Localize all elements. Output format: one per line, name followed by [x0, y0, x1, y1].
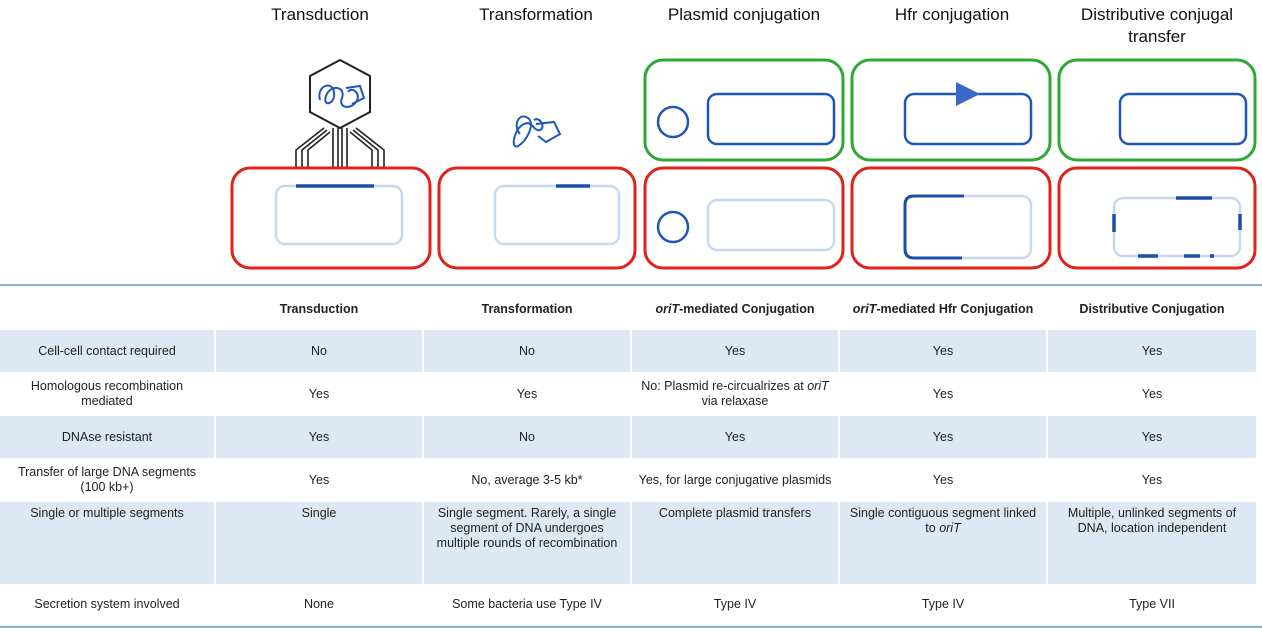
table-row-homologous-recombination: Homologous recombination mediated Yes Ye…: [0, 372, 1258, 416]
recipient-cell-transduction: [230, 166, 432, 270]
table-header-row: Transduction Transformation oriT-mediate…: [0, 288, 1258, 330]
table-cell: Single segment. Rarely, a single segment…: [424, 502, 632, 584]
table-cell: Yes: [424, 372, 632, 416]
table-bottom-rule: [0, 626, 1262, 628]
table-cell: Yes, for large conjugative plasmids: [632, 458, 840, 502]
table-cell: Type VII: [1048, 584, 1258, 624]
column-title-transformation: Transformation: [479, 5, 593, 24]
donor-cell-hfr: [850, 58, 1052, 162]
header-orit-conjugation: oriT-mediated Conjugation: [632, 288, 840, 330]
table-cell: Yes: [1048, 372, 1258, 416]
column-title-plasmid-conjugation: Plasmid conjugation: [667, 5, 821, 24]
recipient-cell-plasmid: [643, 166, 845, 270]
table-cell: Yes: [1048, 330, 1258, 372]
table-cell: Yes: [216, 416, 424, 458]
donor-cell-plasmid: [643, 58, 845, 162]
donor-plasmid: [656, 105, 690, 139]
column-title-transduction: Transduction: [271, 5, 369, 24]
table-row-secretion-system: Secretion system involved None Some bact…: [0, 584, 1258, 624]
table-cell: Multiple, unlinked segments of DNA, loca…: [1048, 502, 1258, 584]
header-distributive-conjugation: Distributive Conjugation: [1048, 288, 1258, 330]
table-cell: Yes: [840, 416, 1048, 458]
table-cell: Yes: [1048, 458, 1258, 502]
phage-tail: [295, 127, 385, 172]
header-transduction: Transduction: [216, 288, 424, 330]
table-cell: Yes: [216, 458, 424, 502]
table-cell: Yes: [632, 416, 840, 458]
orit-arrow: [956, 82, 980, 106]
donor-chromosome-plasmid: [706, 92, 836, 146]
row-label: Cell-cell contact required: [0, 330, 216, 372]
table-top-rule: [0, 284, 1262, 286]
table-cell: Type IV: [632, 584, 840, 624]
comparison-table: Transduction Transformation oriT-mediate…: [0, 288, 1258, 624]
recipient-cell-hfr: [850, 166, 1052, 270]
column-title-distributive-conjugal-transfer: Distributive conjugal transfer: [1080, 5, 1234, 46]
table-cell: Single: [216, 502, 424, 584]
table-cell: Type IV: [840, 584, 1048, 624]
table-cell: No: [424, 416, 632, 458]
table-cell: Some bacteria use Type IV: [424, 584, 632, 624]
table-cell: Yes: [840, 372, 1048, 416]
table-row-cell-contact: Cell-cell contact required No No Yes Yes…: [0, 330, 1258, 372]
phage-dna: [318, 84, 366, 108]
header-blank: [0, 288, 216, 330]
header-transformation: Transformation: [424, 288, 632, 330]
table-cell: None: [216, 584, 424, 624]
table-cell: Yes: [840, 330, 1048, 372]
row-label: Transfer of large DNA segments (100 kb+): [0, 458, 216, 502]
header-orit-hfr-conjugation: oriT-mediated Hfr Conjugation: [840, 288, 1048, 330]
row-label: DNAse resistant: [0, 416, 216, 458]
table-cell: Yes: [1048, 416, 1258, 458]
table-cell: Complete plasmid transfers: [632, 502, 840, 584]
table-cell: No: [424, 330, 632, 372]
table-row-dnase-resistant: DNAse resistant Yes No Yes Yes Yes: [0, 416, 1258, 458]
transfer-mechanisms-diagram: [230, 58, 1257, 270]
table-cell: Single contiguous segment linked to oriT: [840, 502, 1048, 584]
table-cell: Yes: [840, 458, 1048, 502]
table-row-segments: Single or multiple segments Single Singl…: [0, 502, 1258, 584]
table-cell: Yes: [216, 372, 424, 416]
table-row-large-dna-transfer: Transfer of large DNA segments (100 kb+)…: [0, 458, 1258, 502]
donor-chromosome-distributive: [1118, 92, 1248, 146]
table-cell: No, average 3-5 kb*: [424, 458, 632, 502]
bacteriophage: [295, 58, 385, 172]
phage-capsid: [309, 58, 371, 130]
table-cell: No: [216, 330, 424, 372]
row-label: Secretion system involved: [0, 584, 216, 624]
table-cell: No: Plasmid re-circualrizes at oriT via …: [632, 372, 840, 416]
recipient-cell-distributive: [1057, 166, 1257, 270]
donor-cell-distributive: [1057, 58, 1257, 162]
recipient-cell-transformation: [437, 166, 637, 270]
row-label: Single or multiple segments: [0, 502, 216, 584]
table-cell: Yes: [632, 330, 840, 372]
free-dna-fragment: [512, 115, 562, 148]
column-title-hfr-conjugation: Hfr conjugation: [894, 5, 1010, 24]
row-label: Homologous recombination mediated: [0, 372, 216, 416]
